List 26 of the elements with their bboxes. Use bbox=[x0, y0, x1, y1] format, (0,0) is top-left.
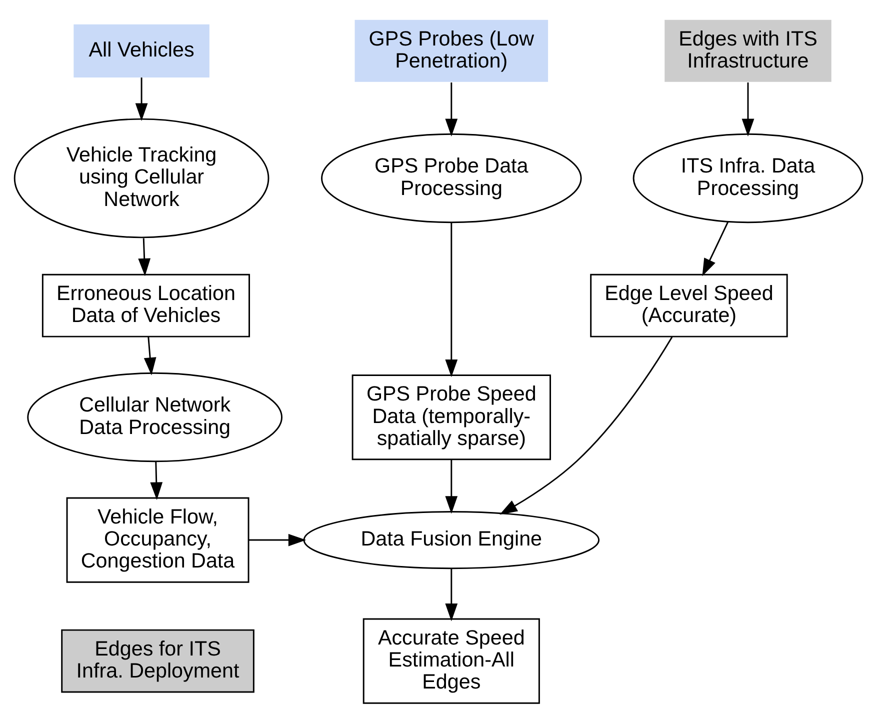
node-box: Vehicle Flow, Occupancy, Congestion Data bbox=[66, 496, 250, 582]
node-box: Edge Level Speed (Accurate) bbox=[590, 273, 788, 337]
arrow bbox=[138, 238, 151, 276]
node-box: Erroneous Location Data of Vehicles bbox=[42, 273, 250, 337]
node-box: GPS Probe Speed Data (temporally-spatially sparse) bbox=[352, 374, 551, 460]
arrow bbox=[500, 336, 673, 514]
arrow bbox=[135, 77, 148, 120]
arrow bbox=[248, 533, 306, 546]
node-ellipse: Data Fusion Engine bbox=[303, 510, 600, 569]
node-ellipse: Vehicle Tracking using Cellular Network bbox=[14, 118, 270, 238]
arrow bbox=[445, 82, 458, 136]
node-ellipse: GPS Probe Data Processing bbox=[321, 132, 582, 223]
node-box: Accurate Speed Estimation-All Edges bbox=[362, 618, 540, 704]
arrow bbox=[742, 82, 754, 136]
arrow bbox=[445, 568, 458, 621]
node-box: All Vehicles bbox=[74, 24, 210, 77]
arrow bbox=[445, 222, 458, 377]
arrow bbox=[445, 460, 458, 514]
arrow bbox=[702, 221, 729, 276]
arrow bbox=[144, 336, 156, 375]
node-box: Edges with ITS Infrastructure bbox=[664, 19, 832, 82]
node-box: Edges for ITS Infra. Deployment bbox=[61, 628, 254, 692]
node-ellipse: Cellular Network Data Processing bbox=[27, 372, 282, 462]
node-box: GPS Probes (Low Penetration) bbox=[354, 19, 548, 82]
node-ellipse: ITS Infra. Data Processing bbox=[632, 132, 864, 223]
arrow bbox=[150, 460, 163, 500]
